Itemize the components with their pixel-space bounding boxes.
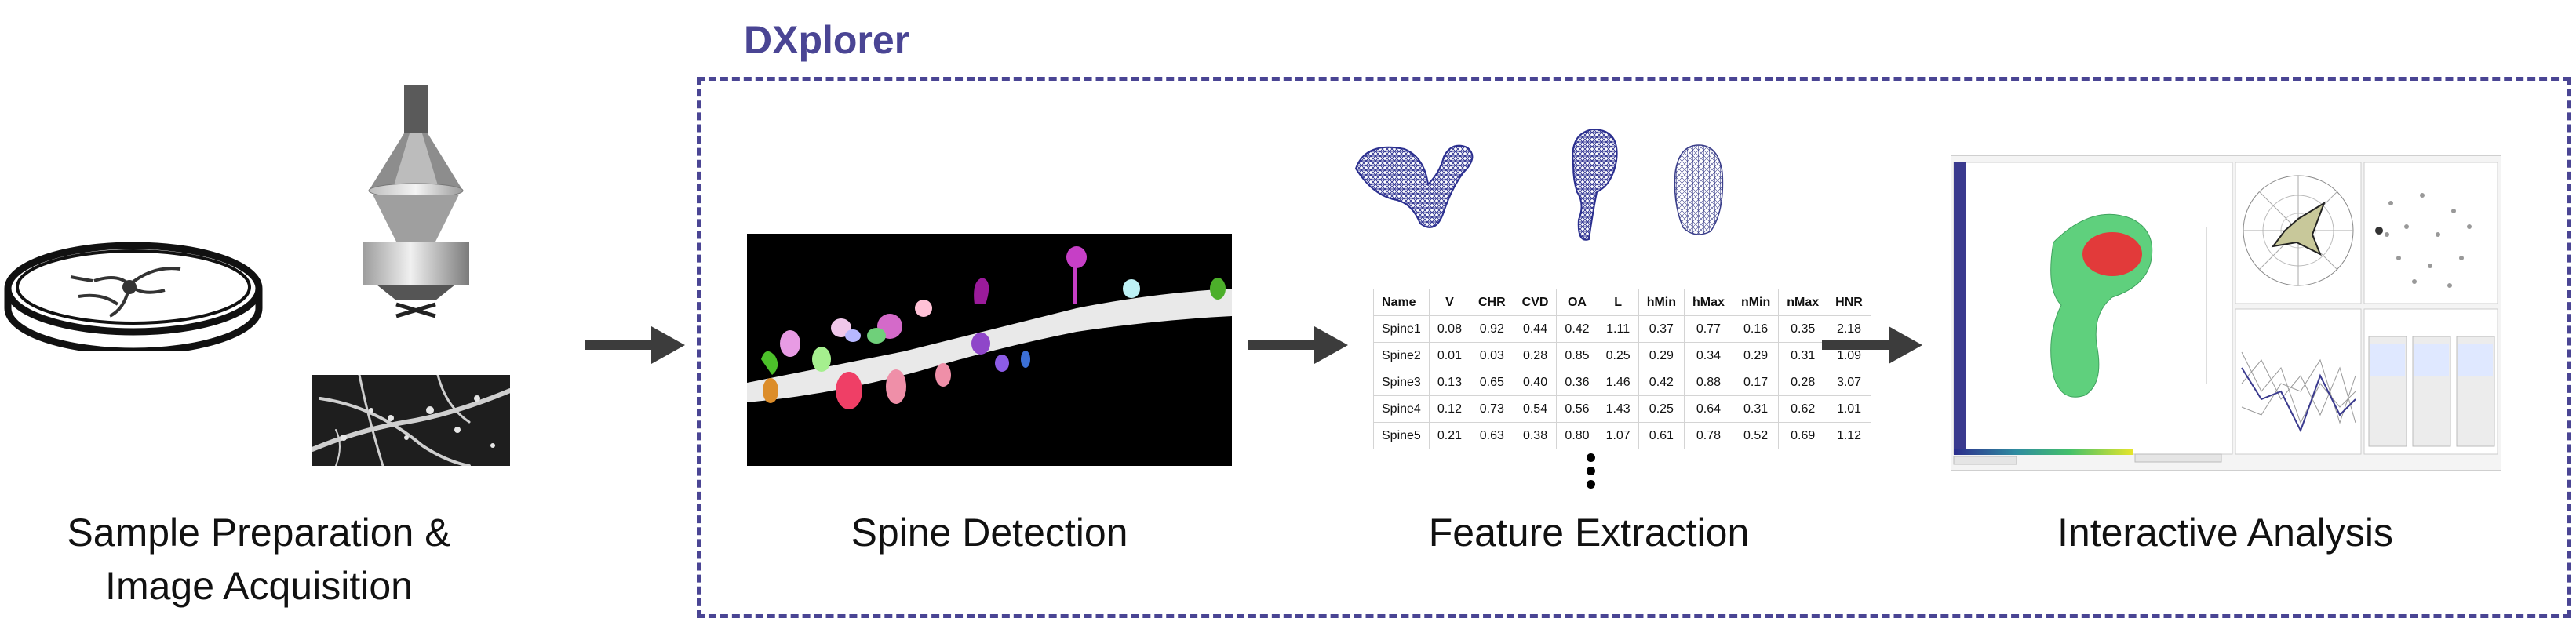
table-cell: 0.42 <box>1638 369 1685 396</box>
table-cell: 0.63 <box>1469 422 1514 449</box>
table-cell: Spine2 <box>1373 342 1430 369</box>
table-cell: 0.01 <box>1428 342 1470 369</box>
table-row: Spine5 0.21 0.63 0.38 0.80 1.07 0.61 0.7… <box>1373 422 1871 449</box>
table-cell: 0.34 <box>1684 342 1733 369</box>
table-cell: Spine4 <box>1373 395 1430 423</box>
petri-dish-icon <box>4 242 263 351</box>
table-cell: Spine5 <box>1373 422 1430 449</box>
ellipsis-dot <box>1587 480 1595 489</box>
table-row: Spine1 0.08 0.92 0.44 0.42 1.11 0.37 0.7… <box>1373 315 1871 343</box>
table-header: L <box>1597 289 1639 316</box>
table-cell: Spine1 <box>1373 315 1430 343</box>
table-cell: 1.11 <box>1597 315 1639 343</box>
microscope-icon <box>363 85 469 318</box>
table-cell: 0.25 <box>1638 395 1685 423</box>
table-cell: 0.31 <box>1778 342 1828 369</box>
table-cell: 0.40 <box>1513 369 1558 396</box>
table-cell: 0.29 <box>1638 342 1685 369</box>
table-cell: 0.08 <box>1428 315 1470 343</box>
table-cell: 0.56 <box>1556 395 1598 423</box>
table-cell: 0.03 <box>1469 342 1514 369</box>
table-cell: 0.12 <box>1428 395 1470 423</box>
dxplorer-region <box>697 77 2571 618</box>
table-cell: 0.28 <box>1778 369 1828 396</box>
table-cell: 0.52 <box>1732 422 1780 449</box>
table-header: CHR <box>1469 289 1514 316</box>
table-cell: 0.88 <box>1684 369 1733 396</box>
table-cell: 0.62 <box>1778 395 1828 423</box>
table-cell: 0.44 <box>1513 315 1558 343</box>
caption-prep-line2: Image Acquisition <box>105 564 413 608</box>
table-cell: 0.64 <box>1684 395 1733 423</box>
dendrite-micrograph <box>312 375 510 466</box>
spine-mesh-icon <box>1354 128 1724 241</box>
table-cell: 0.42 <box>1556 315 1598 343</box>
arrow-2 <box>1248 326 1348 364</box>
caption-prep-line1: Sample Preparation & <box>67 511 451 555</box>
table-header: hMax <box>1684 289 1733 316</box>
table-header-row: Name V CHR CVD OA L hMin hMax nMin nMax … <box>1373 289 1871 316</box>
table-cell: 0.77 <box>1684 315 1733 343</box>
table-cell: 0.73 <box>1469 395 1514 423</box>
more-rows-ellipsis <box>1587 453 1595 493</box>
table-cell: 0.21 <box>1428 422 1470 449</box>
table-cell: 0.92 <box>1469 315 1514 343</box>
table-header: nMin <box>1732 289 1780 316</box>
table-row: Spine4 0.12 0.73 0.54 0.56 1.43 0.25 0.6… <box>1373 395 1871 423</box>
table-cell: 1.12 <box>1827 422 1871 449</box>
arrow-3 <box>1822 326 1922 364</box>
table-cell: 1.46 <box>1597 369 1639 396</box>
table-cell: 0.28 <box>1513 342 1558 369</box>
table-cell: 0.35 <box>1778 315 1828 343</box>
table-cell: 0.80 <box>1556 422 1598 449</box>
table-cell: 0.54 <box>1513 395 1558 423</box>
table-cell: Spine3 <box>1373 369 1430 396</box>
table-cell: 0.31 <box>1732 395 1780 423</box>
feature-table: Name V CHR CVD OA L hMin hMax nMin nMax … <box>1373 289 1871 449</box>
table-cell: 0.38 <box>1513 422 1558 449</box>
table-cell: 1.01 <box>1827 395 1871 423</box>
spine-detection-image <box>747 234 1232 466</box>
table-cell: 2.18 <box>1827 315 1871 343</box>
table-cell: 0.69 <box>1778 422 1828 449</box>
table-cell: 0.25 <box>1597 342 1639 369</box>
table-row: Spine2 0.01 0.03 0.28 0.85 0.25 0.29 0.3… <box>1373 342 1871 369</box>
analysis-ui-thumbnail <box>1951 155 2501 471</box>
caption-feature: Feature Extraction <box>1428 511 1750 555</box>
table-row: Spine3 0.13 0.65 0.40 0.36 1.46 0.42 0.8… <box>1373 369 1871 396</box>
caption-prep: Sample Preparation & Image Acquisition <box>24 506 494 613</box>
table-cell: 0.29 <box>1732 342 1780 369</box>
ellipsis-dot <box>1587 467 1595 475</box>
table-cell: 0.37 <box>1638 315 1685 343</box>
arrow-1 <box>585 326 685 364</box>
caption-spine: Spine Detection <box>851 511 1128 555</box>
table-cell: 0.16 <box>1732 315 1780 343</box>
table-header: nMax <box>1778 289 1828 316</box>
table-cell: 3.07 <box>1827 369 1871 396</box>
table-cell: 1.43 <box>1597 395 1639 423</box>
table-cell: 0.78 <box>1684 422 1733 449</box>
table-cell: 0.36 <box>1556 369 1598 396</box>
dxplorer-title: DXplorer <box>744 18 910 62</box>
table-header: Name <box>1373 289 1430 316</box>
table-cell: 1.07 <box>1597 422 1639 449</box>
table-cell: 0.13 <box>1428 369 1470 396</box>
ellipsis-dot <box>1587 453 1595 462</box>
table-header: CVD <box>1513 289 1558 316</box>
table-header: hMin <box>1638 289 1685 316</box>
caption-interactive: Interactive Analysis <box>2057 511 2393 555</box>
table-cell: 0.85 <box>1556 342 1598 369</box>
table-header: OA <box>1556 289 1598 316</box>
table-cell: 0.17 <box>1732 369 1780 396</box>
table-cell: 0.61 <box>1638 422 1685 449</box>
table-header: HNR <box>1827 289 1871 316</box>
table-cell: 0.65 <box>1469 369 1514 396</box>
table-header: V <box>1428 289 1470 316</box>
